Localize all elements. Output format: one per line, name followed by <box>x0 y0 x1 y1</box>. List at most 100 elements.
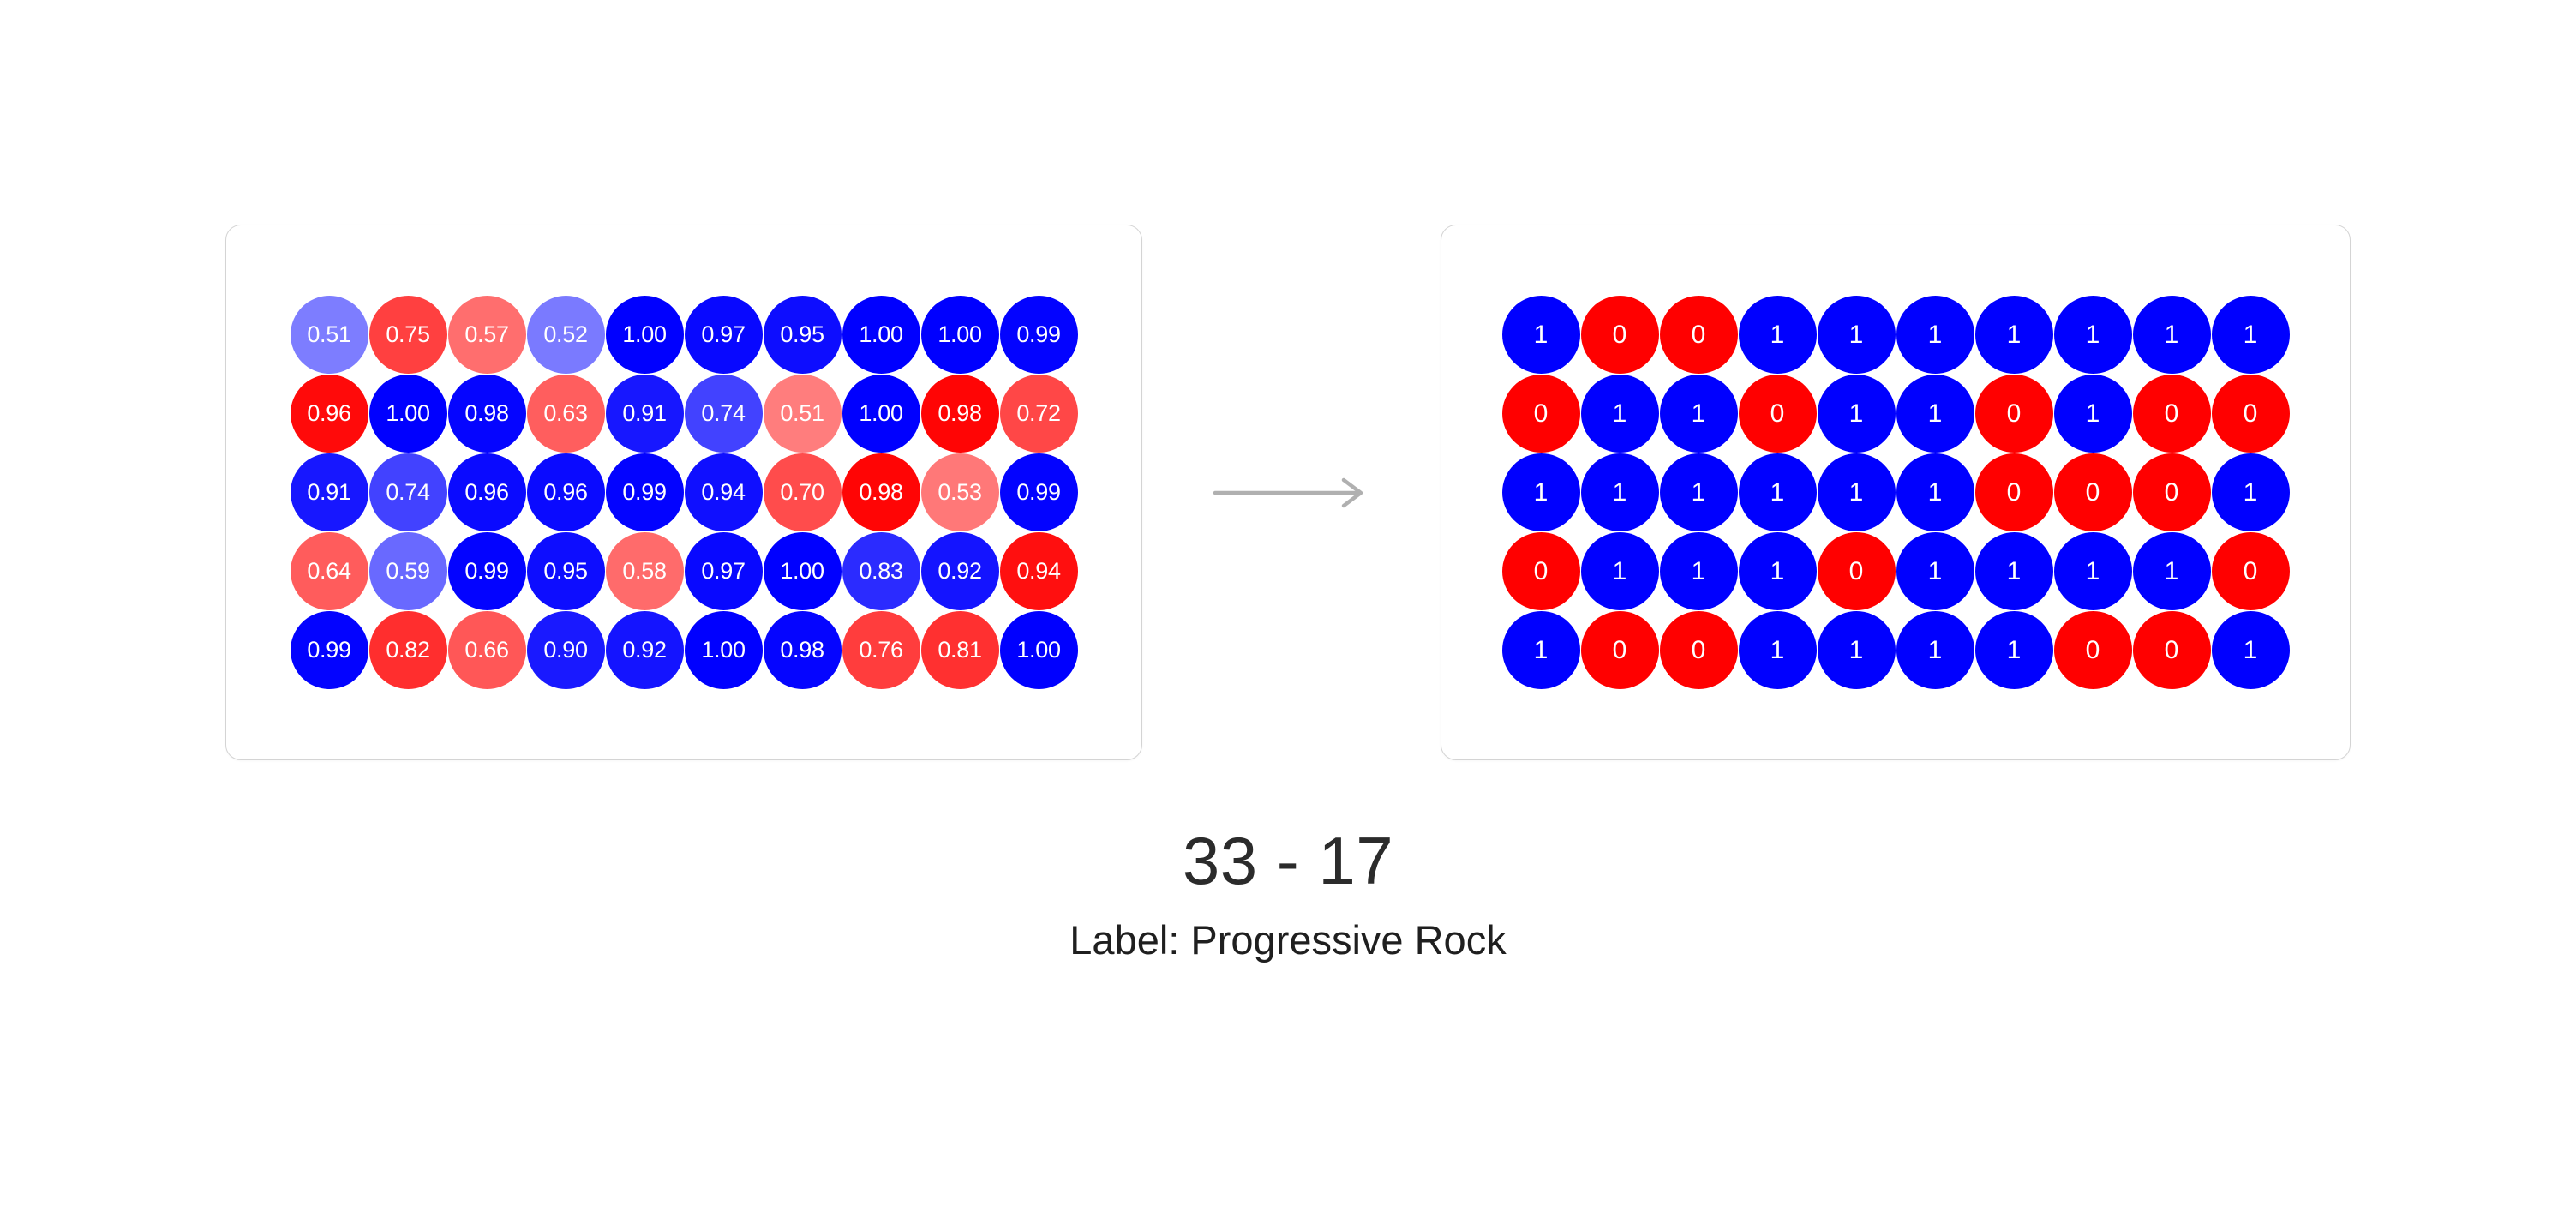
grid-cell: 0.94 <box>684 453 763 531</box>
grid-cell: 0.82 <box>368 611 447 689</box>
grid-cell: 0.72 <box>999 375 1078 453</box>
grid-cell: 0.92 <box>605 611 684 689</box>
grid-cell: 1.00 <box>605 296 684 374</box>
caption-block: 33 - 17 Label: Progressive Rock <box>0 823 2576 963</box>
grid-cell: 0.74 <box>368 453 447 531</box>
grid-cell: 0 <box>1974 375 2053 453</box>
grid-cell: 0 <box>2132 453 2211 531</box>
grid-cell: 1 <box>1659 375 1738 453</box>
grid-cell: 0 <box>1738 375 1817 453</box>
grid-cell: 1 <box>2211 611 2290 689</box>
grid-cell: 0.95 <box>763 296 842 374</box>
grid-cell: 0 <box>1580 296 1659 374</box>
grid-cell: 1.00 <box>842 296 920 374</box>
grid-cell: 1 <box>1580 375 1659 453</box>
grid-cell: 0.98 <box>920 375 999 453</box>
grid-cell: 0.98 <box>842 453 920 531</box>
grid-cell: 0 <box>1659 611 1738 689</box>
grid-cell: 0 <box>2053 453 2132 531</box>
grid-cell: 0 <box>1580 611 1659 689</box>
grid-cell: 0.57 <box>447 296 526 374</box>
grid-cell: 1 <box>1738 532 1817 610</box>
grid-cell: 1 <box>2053 375 2132 453</box>
grid-cell: 0.51 <box>290 296 368 374</box>
grid-cell: 1 <box>2132 532 2211 610</box>
grid-cell: 1 <box>1738 296 1817 374</box>
grid-cell: 0.99 <box>447 532 526 610</box>
grid-cell: 0.64 <box>290 532 368 610</box>
grid-cell: 1 <box>1896 611 1974 689</box>
grid-cell: 1 <box>1659 532 1738 610</box>
grid-cell: 1 <box>2053 296 2132 374</box>
grid-cell: 1 <box>1580 453 1659 531</box>
grid-cell: 0.98 <box>763 611 842 689</box>
grid-cell: 1.00 <box>920 296 999 374</box>
grid-cell: 1 <box>1501 611 1580 689</box>
grid-cell: 0.94 <box>999 532 1078 610</box>
arrow-right-icon <box>1213 477 1363 507</box>
arrow-connector <box>1142 225 1441 760</box>
grid-cell: 1 <box>1817 453 1896 531</box>
grid-cell: 0.96 <box>290 375 368 453</box>
grid-cell: 0 <box>1659 296 1738 374</box>
grid-cell: 0 <box>2211 532 2290 610</box>
grid-cell: 1 <box>1896 532 1974 610</box>
grid-cell: 1 <box>1659 453 1738 531</box>
grid-cell: 1 <box>1974 532 2053 610</box>
grid-cell: 0 <box>1817 532 1896 610</box>
grid-cell: 1 <box>1738 453 1817 531</box>
grid-cell: 0.52 <box>526 296 605 374</box>
grid-cell: 1 <box>1896 453 1974 531</box>
grid-cell: 0.91 <box>605 375 684 453</box>
grid-cell: 0.99 <box>605 453 684 531</box>
grid-cell: 1 <box>1974 296 2053 374</box>
grid-cell: 0 <box>2211 375 2290 453</box>
grid-cell: 0.99 <box>999 296 1078 374</box>
grid-cell: 1 <box>2211 296 2290 374</box>
grid-cell: 0.63 <box>526 375 605 453</box>
grid-cell: 1 <box>1974 611 2053 689</box>
grid-cell: 1 <box>1817 611 1896 689</box>
grid-cell: 1 <box>1501 453 1580 531</box>
grid-cell: 0.97 <box>684 532 763 610</box>
grid-cell: 1 <box>2132 296 2211 374</box>
grid-cell: 0.98 <box>447 375 526 453</box>
grid-cell: 1.00 <box>999 611 1078 689</box>
grid-cell: 0.92 <box>920 532 999 610</box>
grid-cell: 0.66 <box>447 611 526 689</box>
grid-cell: 1 <box>1896 296 1974 374</box>
grid-cell: 1 <box>1738 611 1817 689</box>
label-text: Label: Progressive Rock <box>1069 916 1507 963</box>
score-text: 33 - 17 <box>1182 823 1394 898</box>
grid-cell: 1 <box>2053 532 2132 610</box>
grid-cell: 1.00 <box>763 532 842 610</box>
grid-cell: 1 <box>1580 532 1659 610</box>
grid-cell: 0.96 <box>447 453 526 531</box>
grid-cell: 0.99 <box>290 611 368 689</box>
grid-cell: 0.81 <box>920 611 999 689</box>
grid-cell: 0 <box>2132 375 2211 453</box>
grid-cell: 1.00 <box>842 375 920 453</box>
grid-cell: 0.95 <box>526 532 605 610</box>
grid-cell: 0.83 <box>842 532 920 610</box>
grid-cell: 0.58 <box>605 532 684 610</box>
grid-cell: 1 <box>2211 453 2290 531</box>
grid-cell: 0.99 <box>999 453 1078 531</box>
grid-cell: 1 <box>1896 375 1974 453</box>
grid-cell: 0.70 <box>763 453 842 531</box>
grid-cell: 1 <box>1817 375 1896 453</box>
grid-cell: 0.75 <box>368 296 447 374</box>
grid-cell: 1.00 <box>684 611 763 689</box>
grid-cell: 0.97 <box>684 296 763 374</box>
